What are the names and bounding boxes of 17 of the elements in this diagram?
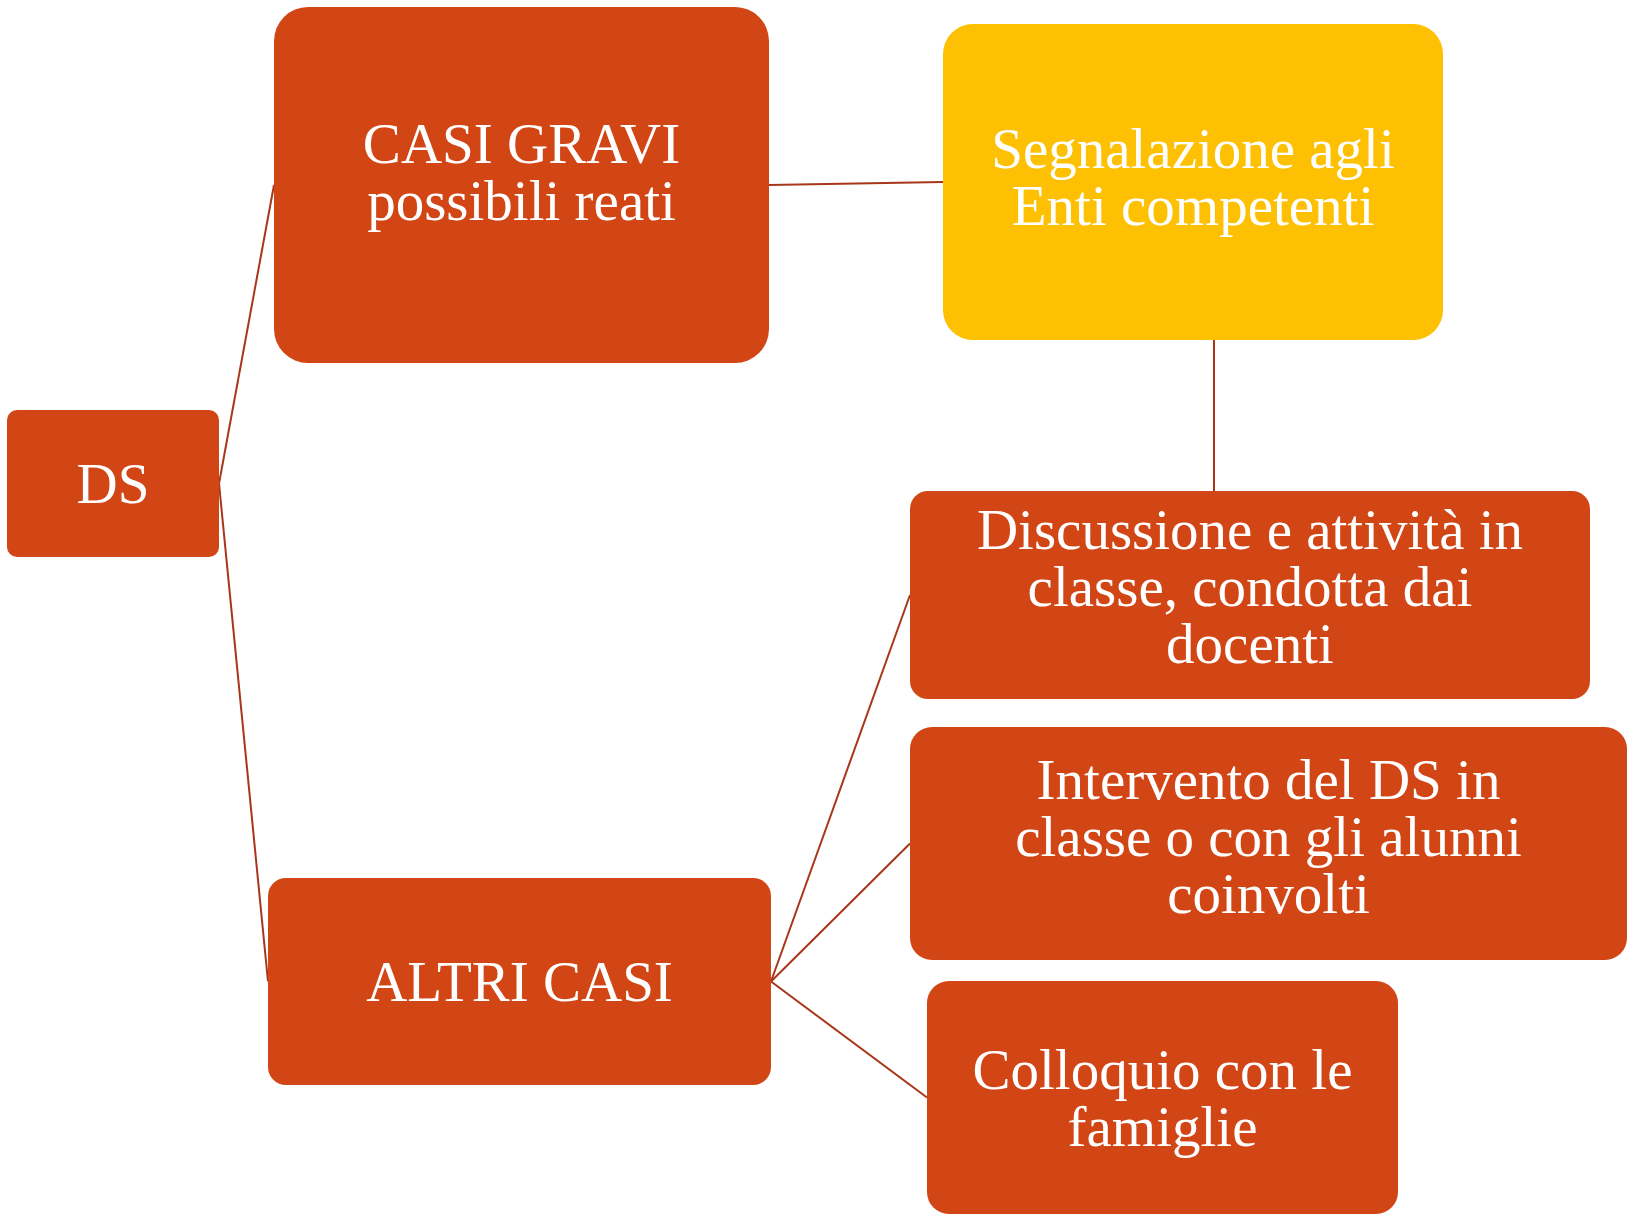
process-box	[943, 24, 1443, 340]
process-box	[274, 7, 769, 363]
box-label: Intervento del DS in classe o con gli alunni coinvolti	[1014, 751, 1523, 922]
process-box	[268, 878, 771, 1085]
connector-line	[770, 842, 911, 983]
connector-line	[1213, 339, 1215, 492]
process-box	[7, 410, 219, 557]
connector-line	[768, 181, 944, 186]
box-label: Discussione e attività in classe, condotta dai docenti	[975, 501, 1525, 672]
box-label: ALTRI CASI	[366, 953, 673, 1010]
box-label: DS	[76, 455, 150, 512]
connector-line	[218, 184, 275, 485]
connector-line	[770, 980, 928, 1099]
process-box	[910, 491, 1590, 699]
connector-line	[218, 482, 269, 983]
process-box	[910, 727, 1627, 960]
process-box	[927, 981, 1398, 1214]
